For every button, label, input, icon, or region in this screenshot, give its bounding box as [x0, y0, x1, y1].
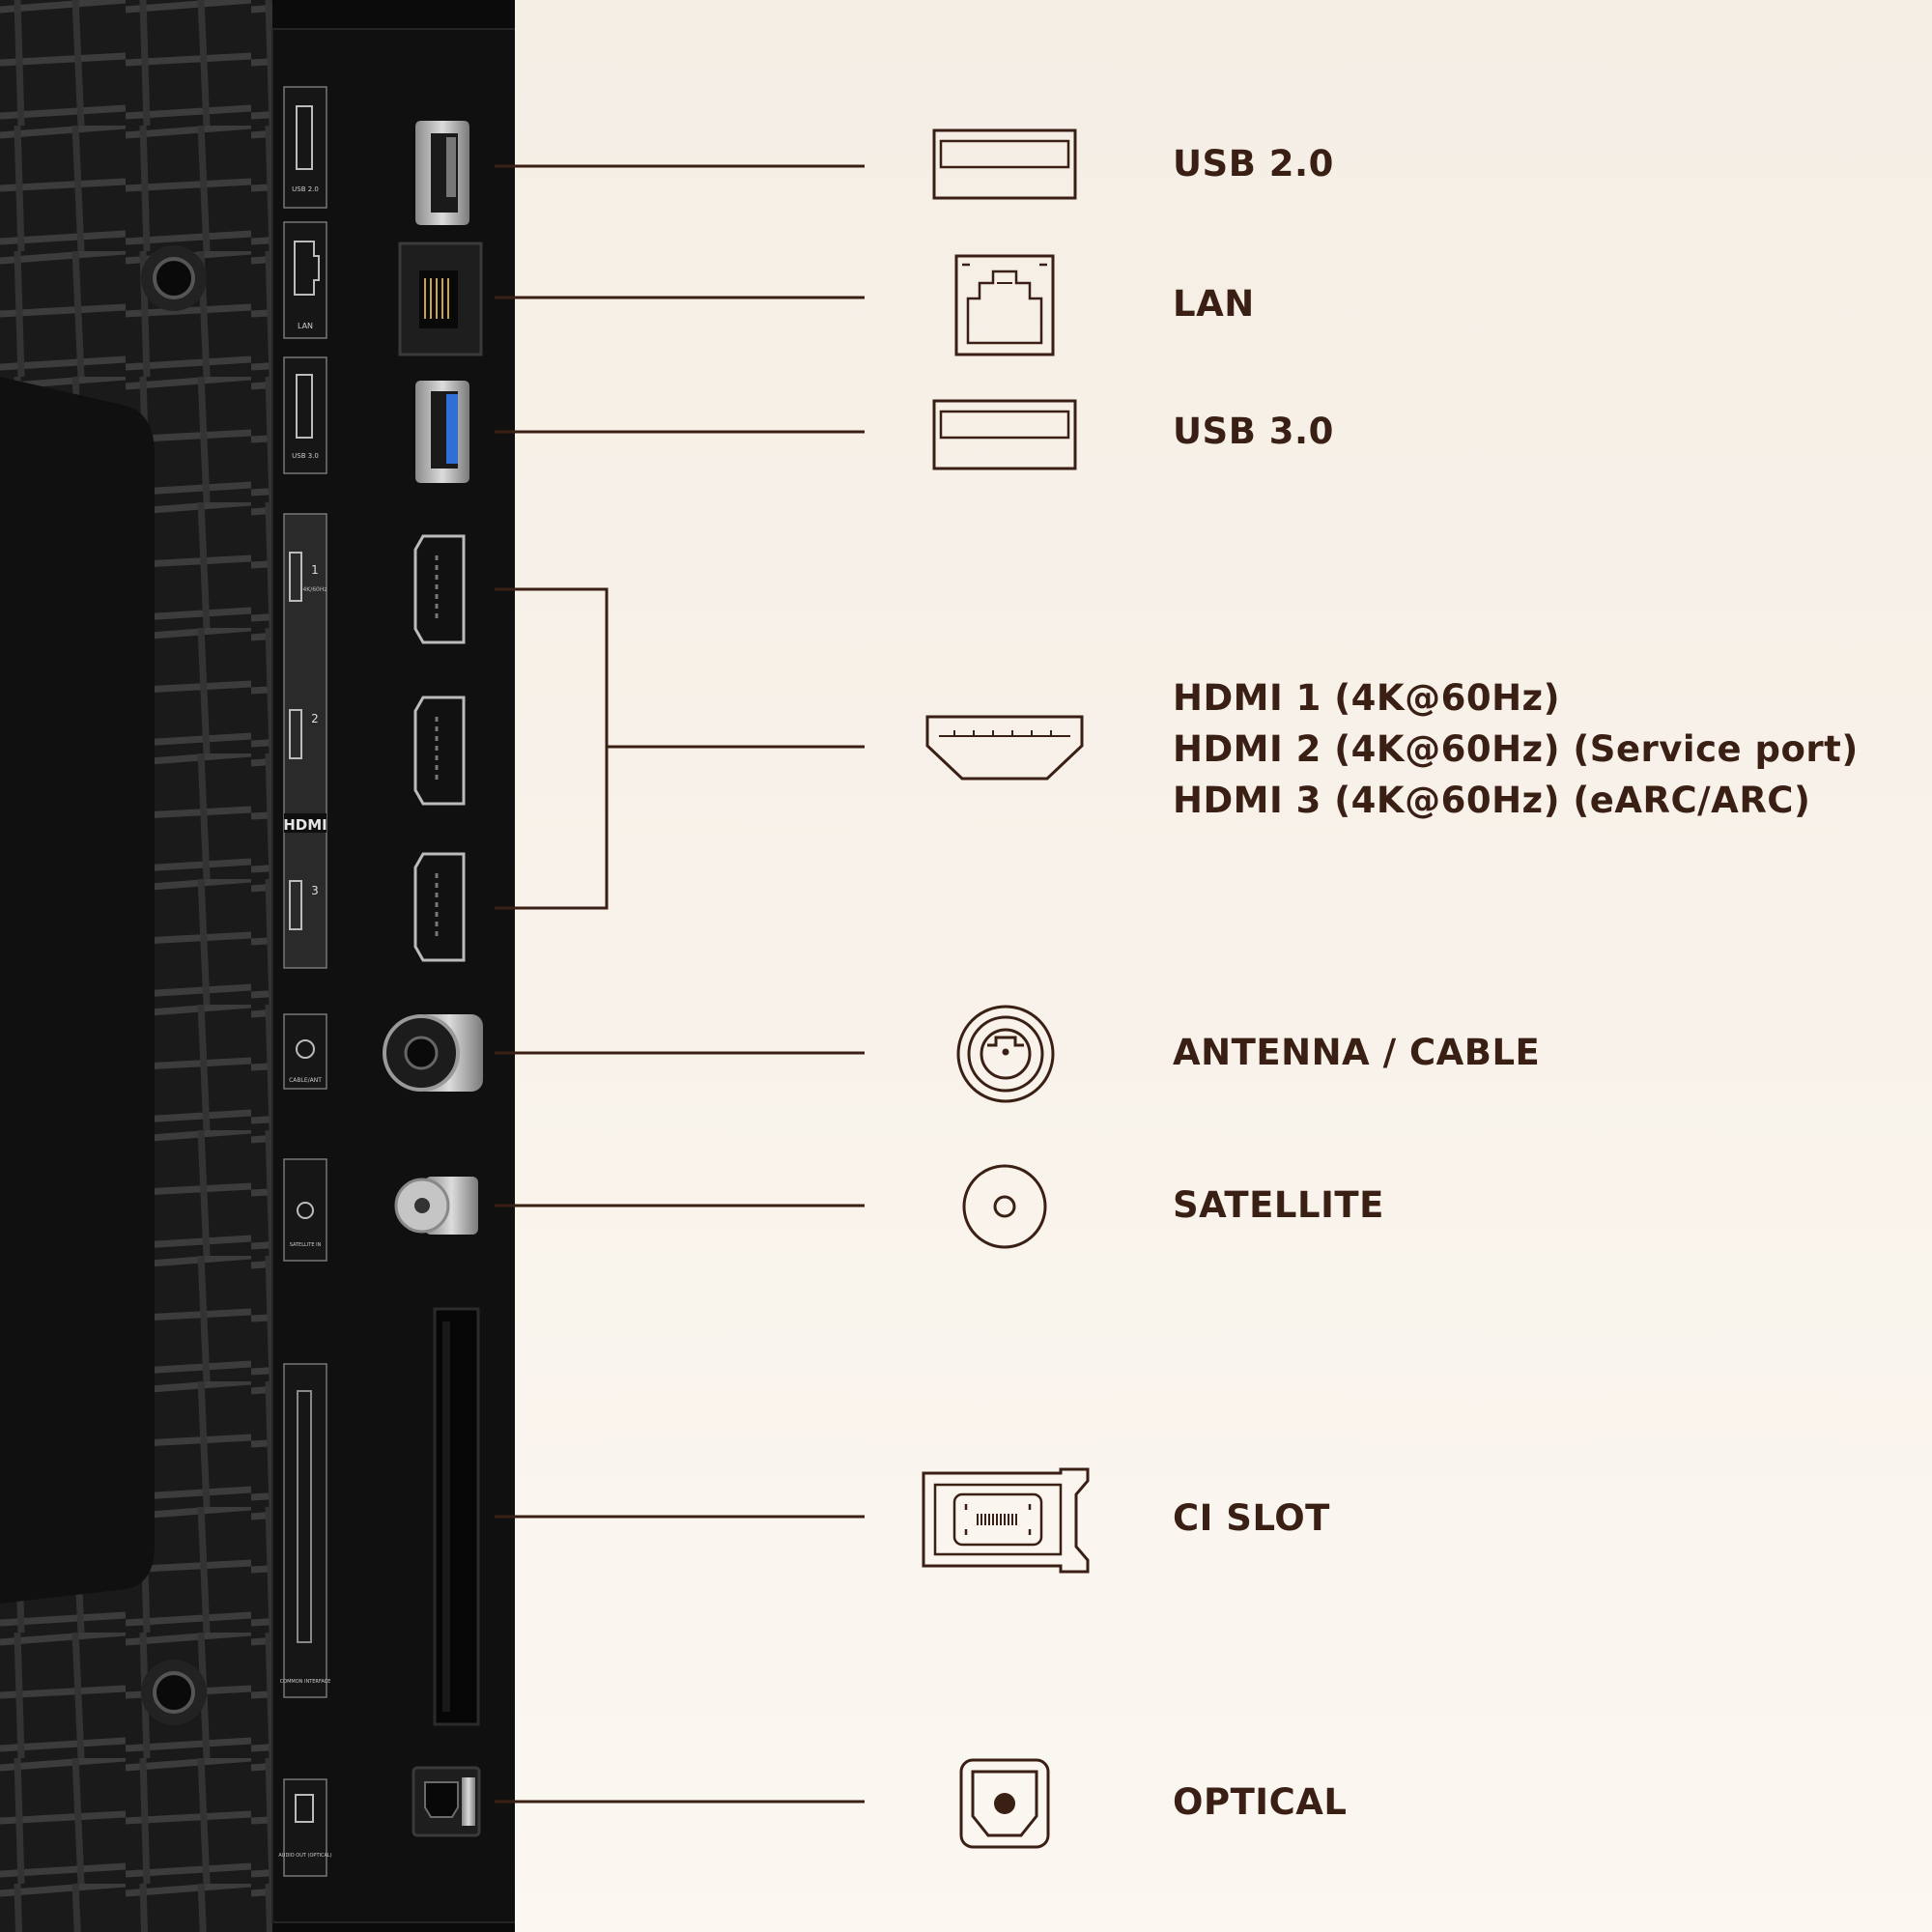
panel-print-lan: LAN: [298, 322, 313, 330]
port-label-usb3: USB 3.0: [1173, 411, 1334, 452]
panel-print-hdmi-2: 2: [311, 712, 319, 725]
physical-hdmi-1-port: [413, 534, 466, 644]
port-label-usb2: USB 2.0: [1173, 143, 1334, 185]
physical-hdmi-2-port: [413, 696, 466, 806]
hdmi-port-icon: [925, 715, 1084, 781]
physical-optical-port: [412, 1766, 481, 1837]
panel-print-common-interface: COMMON INTERFACE: [280, 1679, 331, 1685]
port-label-hdmi-1: HDMI 1 (4K@60Hz): [1173, 677, 1560, 719]
physical-hdmi-3-port: [413, 852, 466, 962]
panel-print-usb3: USB 3.0: [292, 452, 319, 460]
tv-back-panel: USB 2.0 LAN USB 3.0 1 4K/60Hz 2 HDMI 3 C…: [0, 0, 515, 1932]
panel-print-hdmi-spec: 4K/60Hz: [302, 586, 327, 593]
wall-mount-screw-top: [141, 245, 207, 311]
port-label-satellite: SATELLITE: [1173, 1184, 1384, 1226]
physical-usb3-port: [415, 381, 469, 483]
port-label-hdmi: HDMI 1 (4K@60Hz) HDMI 2 (4K@60Hz) (Servi…: [1173, 672, 1859, 826]
ethernet-port-icon: [954, 254, 1055, 356]
satellite-connector-icon: [962, 1164, 1047, 1249]
usb-icon: [932, 399, 1077, 470]
panel-print-cable-ant: CABLE/ANT: [289, 1077, 322, 1084]
leader-bracket-hdmi: [495, 587, 609, 910]
optical-port-icon: [959, 1758, 1050, 1849]
ci-module-icon: [922, 1469, 1090, 1572]
panel-print-hdmi-3: 3: [311, 884, 319, 897]
usb-icon: [932, 128, 1077, 200]
physical-satellite-connector: [394, 1177, 478, 1235]
port-label-optical: OPTICAL: [1173, 1781, 1348, 1823]
port-label-antenna: ANTENNA / CABLE: [1173, 1032, 1541, 1073]
panel-print-hdmi-brand: HDMI: [283, 816, 327, 834]
physical-usb2-port: [415, 121, 469, 225]
wall-mount-screw-bottom: [141, 1660, 207, 1725]
physical-antenna-connector: [383, 1014, 483, 1092]
port-label-ci-slot: CI SLOT: [1173, 1497, 1330, 1539]
antenna-coax-icon: [956, 1005, 1055, 1103]
port-label-lan: LAN: [1173, 283, 1255, 325]
port-label-hdmi-2: HDMI 2 (4K@60Hz) (Service port): [1173, 728, 1859, 770]
panel-print-audio-out: AUDIO OUT (OPTICAL): [278, 1853, 331, 1859]
physical-ci-slot: [433, 1307, 480, 1726]
panel-print-usb2: USB 2.0: [292, 185, 319, 193]
physical-lan-port: [398, 242, 483, 356]
panel-print-satellite-in: SATELLITE IN: [290, 1242, 322, 1248]
port-label-hdmi-3: HDMI 3 (4K@60Hz) (eARC/ARC): [1173, 780, 1811, 821]
panel-print-hdmi-1: 1: [311, 563, 319, 577]
